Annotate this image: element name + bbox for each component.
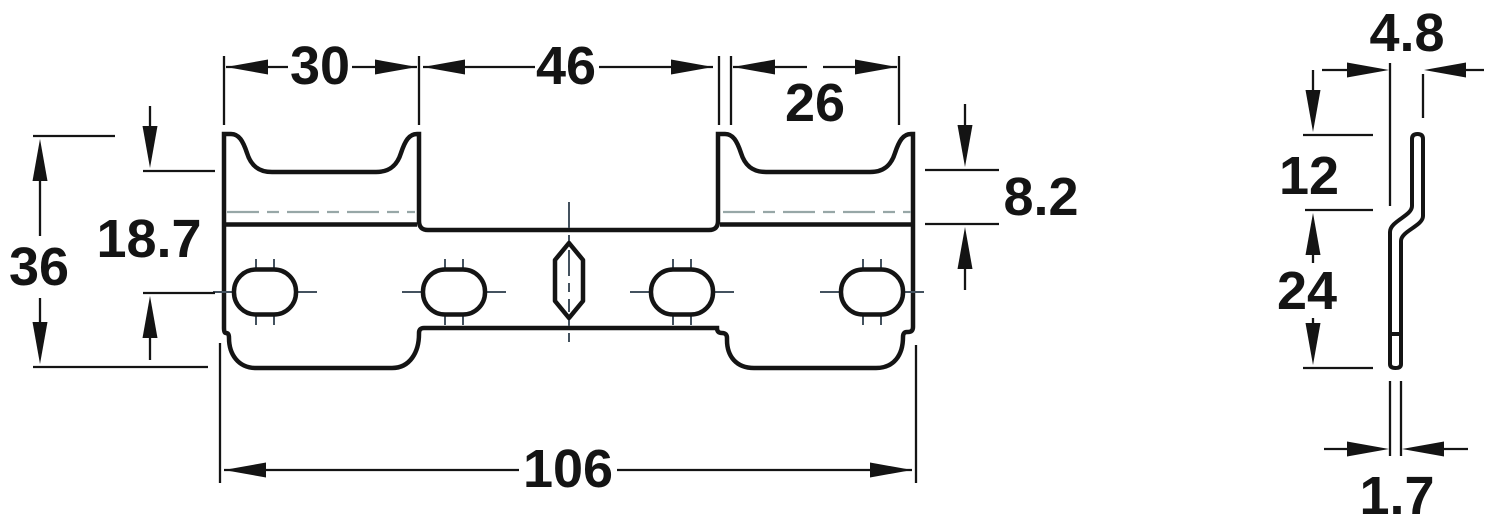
front-view: 30 46 26 36 18.7 — [9, 36, 1079, 499]
dimension-1-7: 1.7 — [1324, 381, 1468, 526]
dimension-12: 12 — [1279, 70, 1373, 263]
dim-label-30: 30 — [290, 36, 350, 96]
slot-2 — [420, 267, 488, 317]
side-view: 4.8 12 24 1.7 — [1277, 3, 1484, 526]
dim-label-46: 46 — [536, 36, 596, 96]
slot-3 — [648, 267, 716, 317]
dim-label-4-8: 4.8 — [1369, 3, 1444, 63]
dim-label-36: 36 — [9, 237, 69, 297]
dim-label-26: 26 — [785, 73, 845, 133]
dimension-18-7: 18.7 — [96, 106, 215, 360]
dim-label-18-7: 18.7 — [96, 209, 201, 269]
dimension-4-8: 4.8 — [1322, 3, 1484, 206]
dimension-36: 36 — [9, 134, 208, 369]
profile-outline — [1388, 131, 1425, 371]
dimension-106: 106 — [218, 343, 918, 499]
center-marker — [552, 240, 586, 321]
dim-label-12: 12 — [1279, 146, 1339, 206]
mounting-slots — [231, 267, 906, 317]
dimension-top: 30 46 26 — [222, 36, 901, 133]
dim-label-106: 106 — [523, 439, 613, 499]
dim-label-1-7: 1.7 — [1359, 466, 1434, 526]
dim-label-24: 24 — [1277, 261, 1337, 321]
slot-1 — [231, 267, 299, 317]
dim-label-8-2: 8.2 — [1003, 167, 1078, 227]
slot-4 — [838, 267, 906, 317]
dimension-8-2: 8.2 — [925, 104, 1079, 290]
dimension-24: 24 — [1277, 261, 1373, 370]
